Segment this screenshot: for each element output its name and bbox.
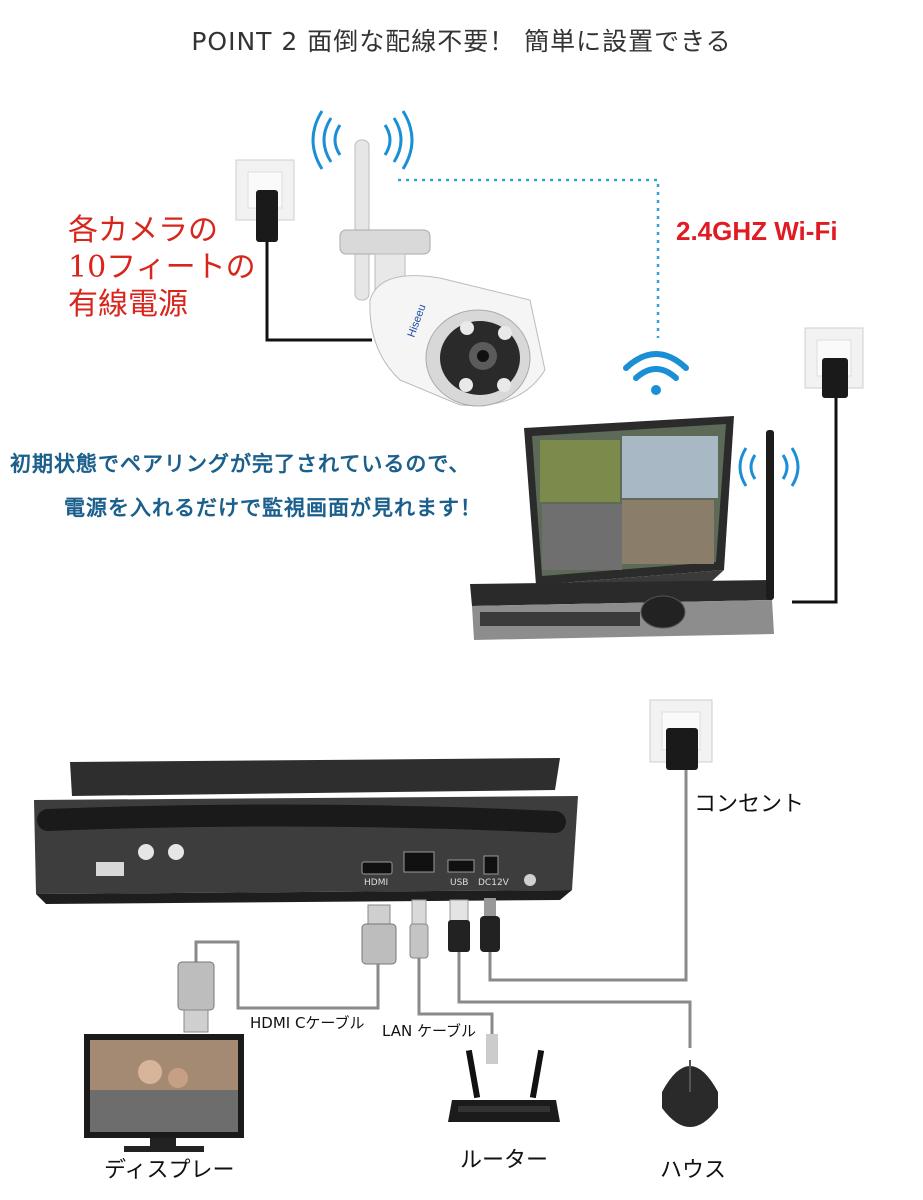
wifi-camera: Hiseeu (339, 139, 546, 407)
port-label-dc: DC12V (478, 878, 509, 888)
mouse (662, 1060, 718, 1127)
power-note-line: 有線電源 (68, 287, 188, 322)
power-note-line: 各カメラの (68, 213, 218, 248)
lan-connector (409, 899, 429, 959)
wifi-label: 2.4GHZ Wi-Fi (676, 216, 838, 246)
dc-connector (480, 898, 500, 952)
power-note: 各カメラの 10フィートの 有線電源 (68, 212, 256, 323)
wall-outlet-camera (235, 159, 295, 242)
nvr-power-cable (792, 398, 838, 604)
display-label: ディスプレー (104, 1158, 235, 1183)
port-label-usb: USB (450, 878, 469, 888)
power-note-line: 10フィートの (68, 250, 256, 285)
router-label: ルーター (460, 1148, 549, 1173)
nvr-back-panel (34, 758, 578, 904)
lan-cable (417, 958, 494, 1034)
hdmi-cable (194, 940, 380, 1010)
camera-signal-icon (311, 110, 414, 170)
nvr-with-monitor (470, 416, 774, 640)
display-monitor (84, 1034, 244, 1152)
port-label-hdmi: HDMI (364, 878, 389, 888)
nvr-signal-icon (738, 447, 800, 487)
mouse-label: ハウス (660, 1158, 727, 1183)
dc-cable (488, 768, 688, 982)
hdmi-connector (361, 904, 397, 965)
hdmi-cable-label: HDMI Cケーブル (250, 1014, 365, 1032)
usb-connector (448, 899, 470, 952)
router (448, 1034, 560, 1122)
wall-outlet-bottom (649, 699, 713, 770)
outlet-label: コンセント (694, 792, 805, 817)
lan-cable-label: LAN ケーブル (382, 1022, 477, 1040)
pairing-note-line-2: 電源を入れるだけで監視画面が見れます！ (64, 496, 482, 520)
wifi-icon (623, 351, 689, 395)
camera-power-cable (265, 242, 372, 342)
wall-outlet-nvr (804, 327, 864, 398)
hdmi-display-connector (177, 961, 215, 1033)
page-title: POINT 2 面倒な配線不要！ 簡単に設置できる (191, 27, 732, 56)
pairing-note-line-1: 初期状態でペアリングが完了されているので、 (10, 452, 471, 476)
usb-cable (457, 952, 692, 1048)
